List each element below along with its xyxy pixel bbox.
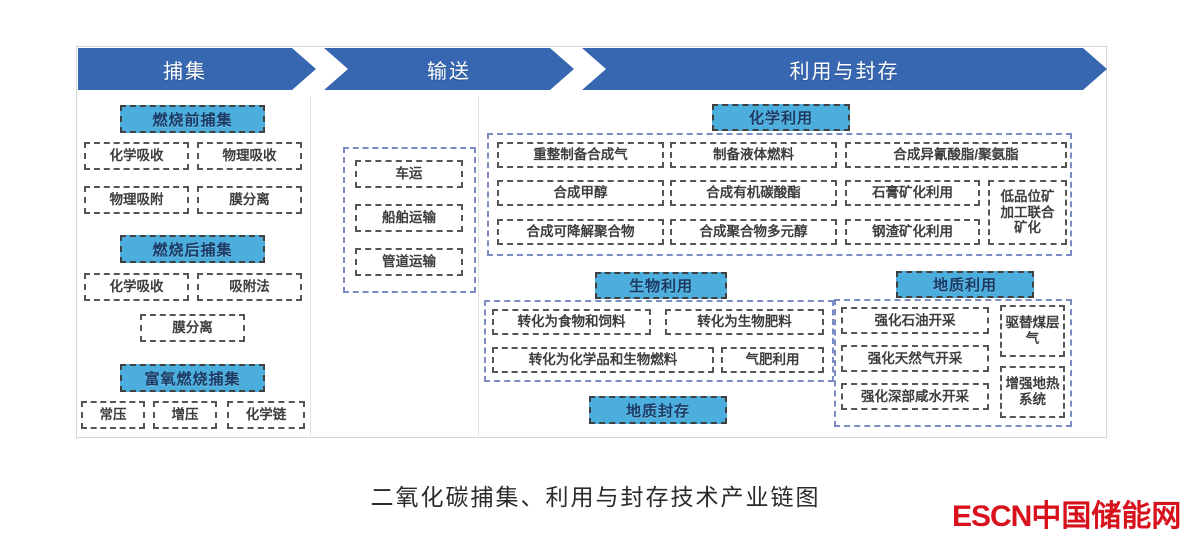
banner-stage-capture[interactable]: 捕集 — [78, 48, 316, 90]
chemical-use-item-3[interactable]: 合成甲醇 — [497, 180, 664, 206]
capture-group-1-item-1[interactable]: 物理吸收 — [197, 142, 302, 170]
chemical-use-group — [487, 133, 1072, 256]
chemical-use-item-8[interactable]: 合成聚合物多元醇 — [670, 219, 837, 245]
chemical-use-item-9[interactable]: 钢渣矿化利用 — [845, 219, 980, 245]
banner-stage-utilization-label: 利用与封存 — [789, 60, 900, 83]
capture-group-3-header[interactable]: 富氧燃烧捕集 — [120, 364, 265, 392]
capture-group-2-item-2[interactable]: 膜分离 — [140, 314, 245, 342]
escn-logo: ESCN中国储能网 — [952, 491, 1181, 535]
banner-stage-capture-label: 捕集 — [163, 60, 207, 83]
separator-capture-transport — [310, 96, 311, 436]
figure-caption: 二氧化碳捕集、利用与封存技术产业链图 — [370, 485, 821, 510]
chemical-use-item-4[interactable]: 合成有机碳酸酯 — [670, 180, 837, 206]
biological-use-item-3[interactable]: 气肥利用 — [721, 347, 824, 373]
chemical-use-item-5[interactable]: 石膏矿化利用 — [845, 180, 980, 206]
banner-stage-transport[interactable]: 输送 — [324, 48, 574, 90]
chemical-use-header[interactable]: 化学利用 — [712, 104, 850, 131]
escn-logo-mark: ESCN — [952, 500, 1032, 533]
chemical-use-item-2[interactable]: 合成异氰酸脂/聚氨脂 — [845, 142, 1067, 168]
geological-use-item-0[interactable]: 强化石油开采 — [841, 307, 989, 334]
capture-group-3-item-2[interactable]: 化学链 — [227, 401, 305, 429]
transport-item-2[interactable]: 管道运输 — [355, 248, 463, 276]
capture-group-1-item-3[interactable]: 膜分离 — [197, 186, 302, 214]
banner-stage-utilization-storage[interactable]: 利用与封存 — [582, 48, 1107, 90]
biological-use-item-0[interactable]: 转化为食物和饲料 — [492, 309, 651, 335]
biological-use-group — [484, 300, 834, 382]
biological-use-header[interactable]: 生物利用 — [595, 272, 727, 299]
transport-item-0[interactable]: 车运 — [355, 160, 463, 188]
geological-use-item-3[interactable]: 驱替煤层气 — [1000, 305, 1065, 357]
chemical-use-item-6[interactable]: 低品位矿加工联合矿化 — [988, 180, 1067, 245]
capture-group-2-item-0[interactable]: 化学吸收 — [84, 273, 189, 301]
separator-transport-utilization — [478, 96, 479, 436]
chemical-use-item-0[interactable]: 重整制备合成气 — [497, 142, 664, 168]
capture-group-3-item-1[interactable]: 增压 — [153, 401, 217, 429]
chemical-use-item-7[interactable]: 合成可降解聚合物 — [497, 219, 664, 245]
transport-item-1[interactable]: 船舶运输 — [355, 204, 463, 232]
transport-group — [343, 147, 476, 293]
geological-use-header[interactable]: 地质利用 — [896, 271, 1034, 298]
capture-group-1-item-2[interactable]: 物理吸附 — [84, 186, 189, 214]
chemical-use-item-1[interactable]: 制备液体燃料 — [670, 142, 837, 168]
biological-use-item-1[interactable]: 转化为生物肥料 — [665, 309, 824, 335]
capture-group-1-item-0[interactable]: 化学吸收 — [84, 142, 189, 170]
capture-group-2-item-1[interactable]: 吸附法 — [197, 273, 302, 301]
capture-group-3-item-0[interactable]: 常压 — [81, 401, 145, 429]
capture-group-2-header[interactable]: 燃烧后捕集 — [120, 235, 265, 263]
banner-stage-transport-label: 输送 — [427, 60, 471, 83]
geological-use-item-1[interactable]: 强化天然气开采 — [841, 345, 989, 372]
geological-use-group — [834, 299, 1072, 427]
process-banner: 捕集 输送 利用与封存 — [78, 48, 1107, 90]
biological-use-item-2[interactable]: 转化为化学品和生物燃料 — [492, 347, 714, 373]
geological-use-item-2[interactable]: 强化深部咸水开采 — [841, 383, 989, 410]
geological-storage-header[interactable]: 地质封存 — [589, 396, 727, 424]
capture-group-1-header[interactable]: 燃烧前捕集 — [120, 105, 265, 133]
geological-use-item-4[interactable]: 增强地热系统 — [1000, 366, 1065, 418]
escn-logo-name: 中国储能网 — [1031, 500, 1182, 533]
